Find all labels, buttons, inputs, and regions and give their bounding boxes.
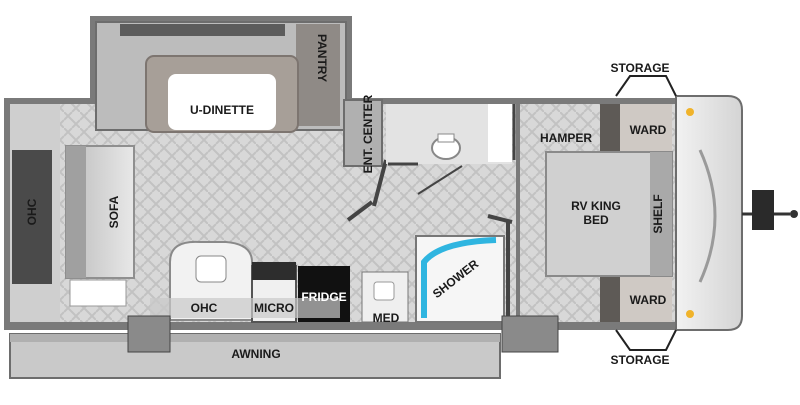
bed-label-line1: RV KING bbox=[571, 199, 621, 213]
ent-center-label: ENT. CENTER bbox=[361, 94, 375, 173]
micro-label: MICRO bbox=[254, 301, 294, 315]
ohc-left-label: OHC bbox=[25, 198, 39, 225]
entry-steps bbox=[127, 315, 559, 353]
ent-center-block bbox=[343, 99, 388, 222]
shelf-label: SHELF bbox=[651, 194, 665, 233]
kitchen bbox=[150, 240, 409, 323]
fridge-label: FRIDGE bbox=[301, 290, 346, 304]
front-cap bbox=[675, 95, 798, 331]
ohc-kitchen-label: OHC bbox=[191, 301, 218, 315]
med-label: MED bbox=[373, 311, 400, 325]
storage-hatches bbox=[615, 75, 677, 351]
storage-bottom-label: STORAGE bbox=[610, 353, 669, 367]
living-area bbox=[10, 104, 135, 322]
ward-bottom-label: WARD bbox=[630, 293, 667, 307]
awning bbox=[9, 333, 501, 379]
dinette-slideout bbox=[95, 21, 347, 133]
bathroom bbox=[386, 104, 512, 195]
pantry-label: PANTRY bbox=[315, 34, 329, 82]
hamper-label: HAMPER bbox=[540, 131, 592, 145]
u-dinette-label: U-DINETTE bbox=[190, 103, 254, 117]
bed-label-line2: BED bbox=[583, 213, 609, 227]
sofa-label: SOFA bbox=[107, 195, 121, 228]
awning-label: AWNING bbox=[231, 347, 280, 361]
ward-top-label: WARD bbox=[630, 123, 667, 137]
bedroom bbox=[512, 104, 676, 322]
shower bbox=[415, 214, 513, 323]
storage-top-label: STORAGE bbox=[610, 61, 669, 75]
